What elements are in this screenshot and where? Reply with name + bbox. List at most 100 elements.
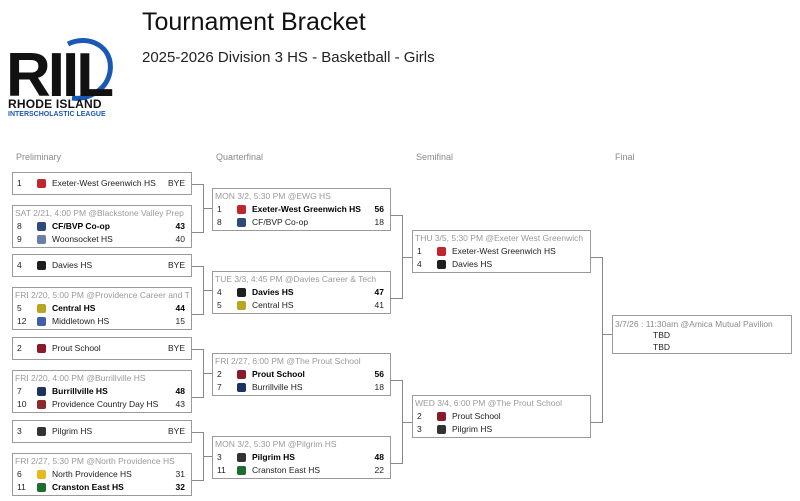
team-seed: 11 [217, 465, 226, 475]
team-score: 18 [374, 382, 384, 392]
final-info: 3/7/26 : 11:30am @Amica Mutual Pavilion [615, 319, 773, 329]
bracket-connector [192, 349, 204, 350]
team-seed: 5 [217, 300, 222, 310]
bracket-connector [192, 480, 204, 481]
team-name: Burrillville HS [52, 386, 108, 396]
team-seed: 3 [217, 452, 222, 462]
bracket-connector [602, 334, 612, 335]
team-score: 43 [175, 399, 185, 409]
bracket-connector [391, 215, 403, 216]
team-seed: 8 [217, 217, 222, 227]
team-seed: 3 [17, 426, 22, 436]
team-logo-icon [237, 370, 246, 379]
round-label-semifinal: Semifinal [416, 152, 454, 162]
team-logo-icon [37, 179, 46, 188]
bracket-connector [602, 257, 603, 423]
match-box[interactable]: SAT 2/21, 4:00 PM @Blackstone Valley Pre… [12, 205, 192, 248]
team-score: 40 [175, 234, 185, 244]
team-name: CF/BVP Co-op [52, 221, 110, 231]
team-name: Middletown HS [52, 316, 110, 326]
team-name: North Providence HS [52, 469, 132, 479]
match-box[interactable]: FRI 2/20, 5:00 PM @Providence Career and… [12, 287, 192, 330]
team-logo-icon [37, 222, 46, 231]
team-row[interactable]: 7 Burrillville HS 48 [13, 385, 191, 398]
page-subtitle: 2025-2026 Division 3 HS - Basketball - G… [142, 49, 435, 66]
riil-logo: RIIL RHODE ISLAND INTERSCHOLASTIC LEAGUE [4, 12, 124, 122]
team-row[interactable]: 8 CF/BVP Co-op 43 [13, 220, 191, 233]
team-seed: 5 [17, 303, 22, 313]
team-seed: 8 [17, 221, 22, 231]
logo-subtitle: INTERSCHOLASTIC LEAGUE [8, 111, 106, 118]
team-seed: 4 [17, 260, 22, 270]
team-seed: 7 [17, 386, 22, 396]
team-logo-icon [37, 427, 46, 436]
team-score: 48 [175, 386, 185, 396]
bracket-connector [203, 208, 212, 209]
bracket-connector [192, 184, 204, 185]
team-logo-icon [237, 383, 246, 392]
team-name: Pilgrim HS [52, 426, 93, 436]
team-name: Exeter-West Greenwich HS [52, 178, 156, 188]
match-info: FRI 2/27, 6:00 PM @The Prout School [215, 356, 361, 366]
team-score: 44 [175, 303, 185, 313]
match-info: THU 3/5, 5:30 PM @Exeter West Greenwich [415, 233, 584, 243]
team-score: 22 [374, 465, 384, 475]
team-logo-icon [37, 470, 46, 479]
bracket-connector [591, 257, 603, 258]
team-logo-icon [237, 466, 246, 475]
bracket-connector [192, 232, 204, 233]
team-seed: 10 [17, 399, 27, 409]
team-logo-icon [37, 317, 46, 326]
team-score: 41 [374, 300, 384, 310]
team-name: Davies HS [252, 287, 294, 297]
match-box[interactable]: THU 3/5, 5:30 PM @Exeter West Greenwich 1… [412, 230, 591, 273]
team-score: 56 [374, 204, 384, 214]
match-info: SAT 2/21, 4:00 PM @Blackstone Valley Pre… [15, 208, 184, 218]
team-logo-icon [237, 288, 246, 297]
team-score: 43 [175, 221, 185, 231]
match-info: MON 3/2, 5:30 PM @EWG HS [215, 191, 331, 201]
match-info: FRI 2/20, 5:00 PM @Providence Career and… [15, 290, 189, 300]
team-seed: 4 [217, 287, 222, 297]
team-name: Prout School [52, 343, 101, 353]
logo-letters-text: RIIL [6, 41, 112, 106]
round-label-preliminary: Preliminary [16, 152, 62, 162]
team-logo-icon [37, 344, 46, 353]
bracket-connector [391, 463, 403, 464]
team-logo-icon [37, 400, 46, 409]
